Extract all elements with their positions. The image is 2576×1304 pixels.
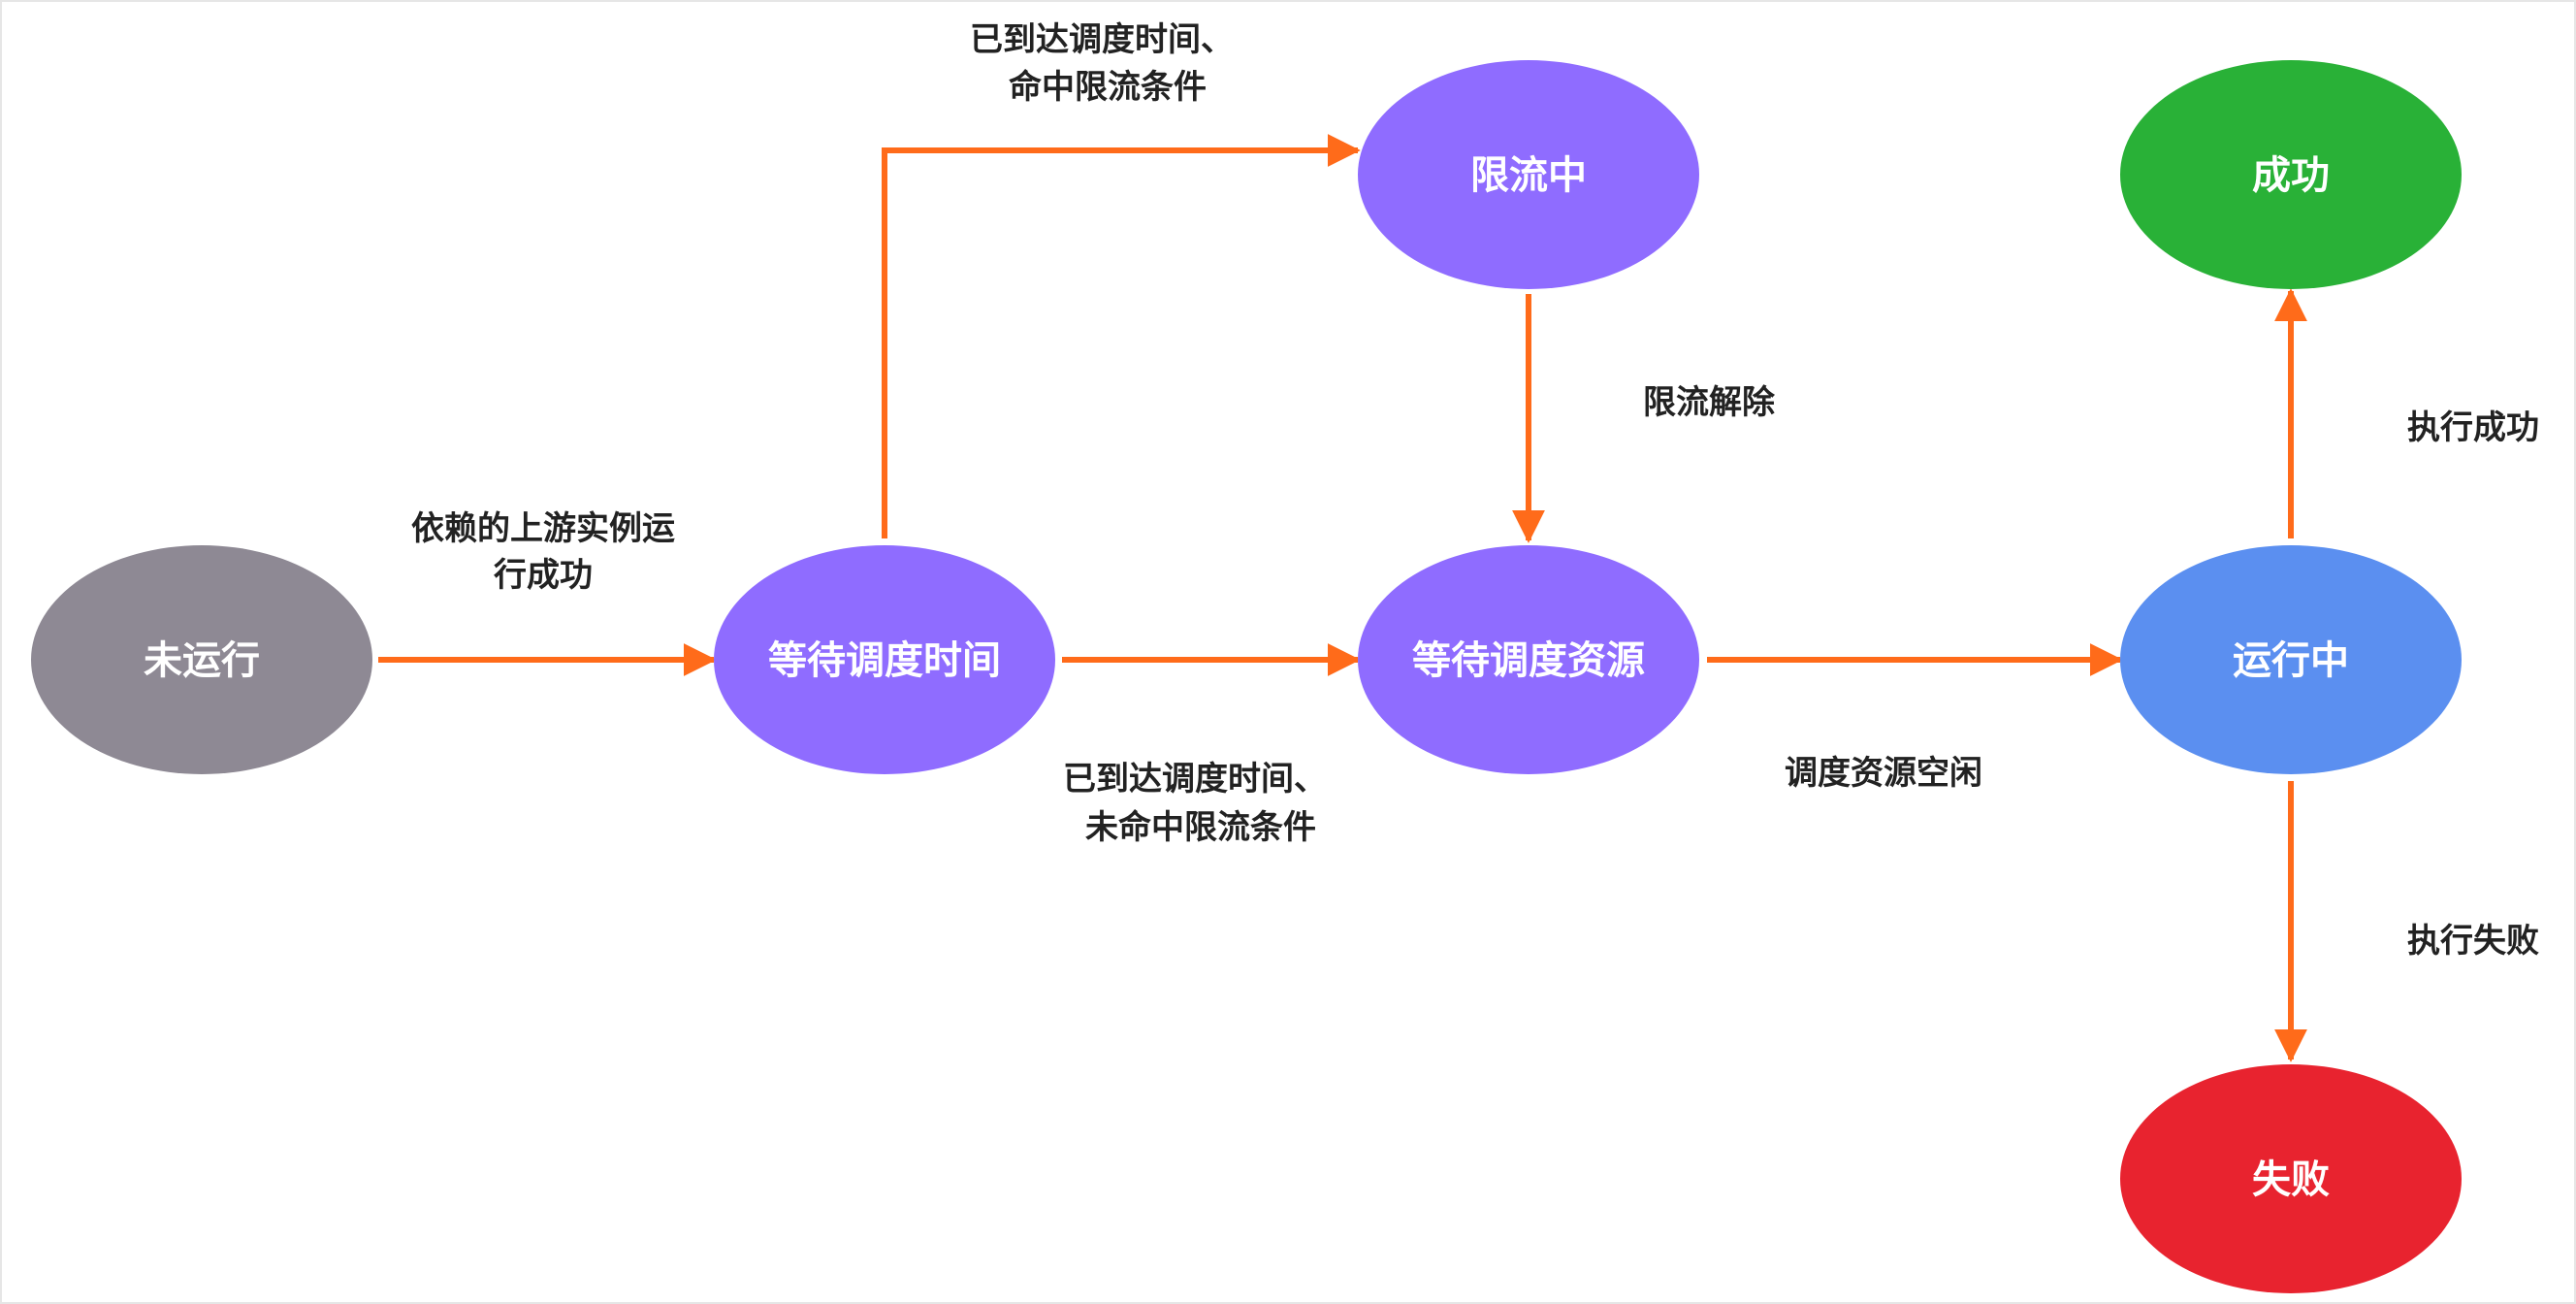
node-waiting-time: 等待调度时间 <box>714 545 1055 774</box>
edge-label-upstream-success-line2: 行成功 <box>494 556 593 595</box>
node-running-shape <box>2120 545 2462 774</box>
node-not-run-label: 未运行 <box>144 638 260 683</box>
edge-waiting-time-to-rate-limited <box>882 134 1361 538</box>
edge-label-time-reached-limit-miss-line2: 未命中限流条件 <box>1085 808 1316 847</box>
node-failure-shape <box>2120 1064 2462 1293</box>
node-failure-label: 失败 <box>2252 1157 2330 1202</box>
node-waiting-resource-shape <box>1358 545 1699 774</box>
edge-label-exec-success: 执行成功 <box>2407 408 2539 447</box>
edge-label-upstream-success: 依赖的上游实例运 行成功 <box>411 509 675 595</box>
edges <box>378 134 2307 1062</box>
node-waiting-resource: 等待调度资源 <box>1358 545 1699 774</box>
edge-label-resource-idle: 调度资源空闲 <box>1785 754 1982 793</box>
node-running: 运行中 <box>2120 545 2462 774</box>
node-failure: 失败 <box>2120 1064 2462 1293</box>
node-waiting-time-shape <box>714 545 1055 774</box>
edge-label-time-reached-limit-hit-line1: 已到达调度时间、 <box>970 20 1234 59</box>
node-running-label: 运行中 <box>2233 638 2349 683</box>
node-rate-limited-shape <box>1358 60 1699 289</box>
node-waiting-resource-label: 等待调度资源 <box>1412 638 1645 683</box>
node-not-run: 未运行 <box>31 545 372 774</box>
node-not-run-shape <box>31 545 372 774</box>
edge-label-limit-released: 限流解除 <box>1643 383 1776 422</box>
edge-label-time-reached-limit-miss-line1: 已到达调度时间、 <box>1063 760 1327 799</box>
edge-label-exec-failure: 执行失败 <box>2407 922 2539 961</box>
node-success-shape <box>2120 60 2462 289</box>
node-success-label: 成功 <box>2252 153 2330 198</box>
node-waiting-time-label: 等待调度时间 <box>768 638 1001 683</box>
edge-label-time-reached-limit-miss: 已到达调度时间、 未命中限流条件 <box>1063 760 1327 847</box>
node-rate-limited-label: 限流中 <box>1470 153 1587 198</box>
node-rate-limited: 限流中 <box>1358 60 1699 289</box>
edge-label-time-reached-limit-hit: 已到达调度时间、 命中限流条件 <box>970 20 1234 107</box>
node-success: 成功 <box>2120 60 2462 289</box>
edge-label-time-reached-limit-hit-line2: 命中限流条件 <box>1009 68 1207 107</box>
edge-label-upstream-success-line1: 依赖的上游实例运 <box>411 509 675 548</box>
